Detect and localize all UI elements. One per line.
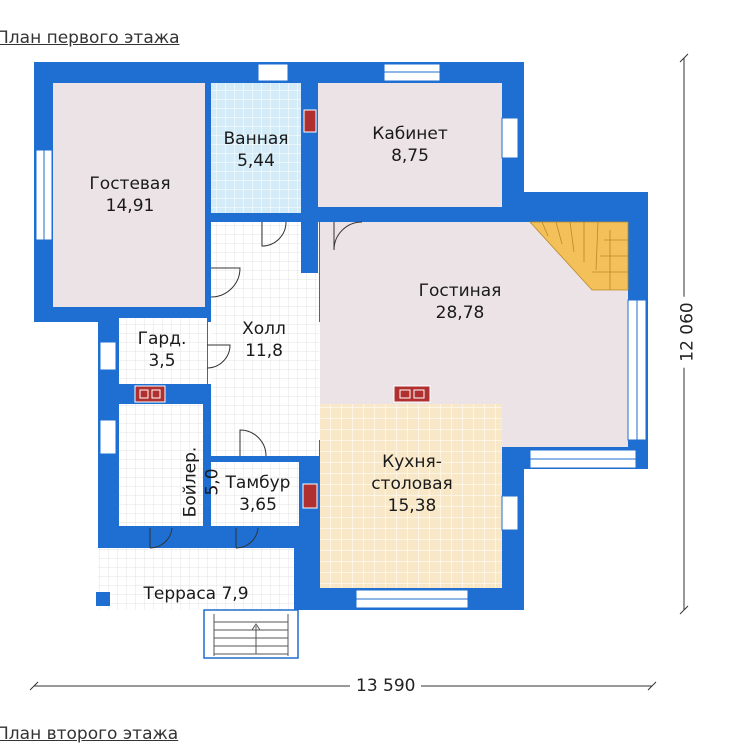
room-living-label: Гостиная 28,78 bbox=[419, 280, 502, 324]
room-terrace-label: Терраса 7,9 bbox=[143, 583, 248, 605]
room-wardrobe-label: Гард. 3,5 bbox=[138, 328, 187, 372]
room-terrace bbox=[98, 548, 294, 610]
room-name: Бойлер. bbox=[180, 446, 201, 518]
room-name: Тамбур bbox=[225, 473, 291, 493]
vent-icon bbox=[134, 109, 431, 509]
room-area: 15,38 bbox=[387, 496, 437, 516]
room-bath-label: Ванная 5,44 bbox=[224, 128, 289, 172]
dimension-width: 13 590 bbox=[350, 676, 422, 696]
room-boiler bbox=[119, 404, 203, 526]
room-area: 3,5 bbox=[148, 351, 176, 371]
room-name: Холл bbox=[242, 319, 286, 339]
room-hall-label: Холл 11,8 bbox=[242, 318, 286, 362]
second-floor-title-link[interactable]: План второго этажа bbox=[0, 724, 179, 744]
room-name: Гард. bbox=[137, 329, 187, 349]
room-area: 14,91 bbox=[105, 196, 155, 216]
room-vestibule bbox=[211, 462, 299, 526]
room-kitchen bbox=[320, 404, 502, 588]
door-swings bbox=[149, 221, 363, 549]
room-guest bbox=[53, 83, 205, 307]
room-name: Терраса 7,9 bbox=[143, 584, 249, 604]
window-mullions bbox=[43, 71, 638, 600]
room-area: 28,78 bbox=[435, 303, 485, 323]
room-area: 5,44 bbox=[237, 151, 275, 171]
room-name: Гостиная bbox=[418, 281, 502, 301]
room-area: 5,0 bbox=[202, 468, 223, 496]
room-vestibule-label: Тамбур 3,65 bbox=[226, 472, 291, 516]
room-kitchen-label: Кухня- столовая 15,38 bbox=[371, 451, 453, 517]
room-area: 8,75 bbox=[391, 146, 429, 166]
terrace-post bbox=[96, 592, 110, 606]
room-name: Кабинет bbox=[372, 124, 448, 144]
porch-steps bbox=[203, 609, 299, 659]
stairs-icon bbox=[529, 221, 629, 291]
room-guest-label: Гостевая 14,91 bbox=[89, 173, 170, 217]
room-office-label: Кабинет 8,75 bbox=[372, 123, 448, 167]
dimension-height: 12 060 bbox=[677, 296, 698, 368]
room-area: 11,8 bbox=[245, 341, 283, 361]
room-name-cont: столовая bbox=[371, 474, 453, 494]
room-name: Кухня- bbox=[382, 452, 442, 472]
room-boiler-label: Бойлер. 5,0 bbox=[179, 447, 223, 518]
room-office bbox=[318, 83, 502, 207]
room-name: Гостевая bbox=[89, 174, 171, 194]
room-name: Ванная bbox=[223, 129, 289, 149]
floor-plan-title-link[interactable]: План первого этажа bbox=[0, 28, 180, 48]
room-bath bbox=[211, 83, 301, 213]
room-area: 3,65 bbox=[239, 495, 277, 515]
steps-lines bbox=[213, 614, 289, 656]
room-wardrobe bbox=[119, 318, 207, 384]
